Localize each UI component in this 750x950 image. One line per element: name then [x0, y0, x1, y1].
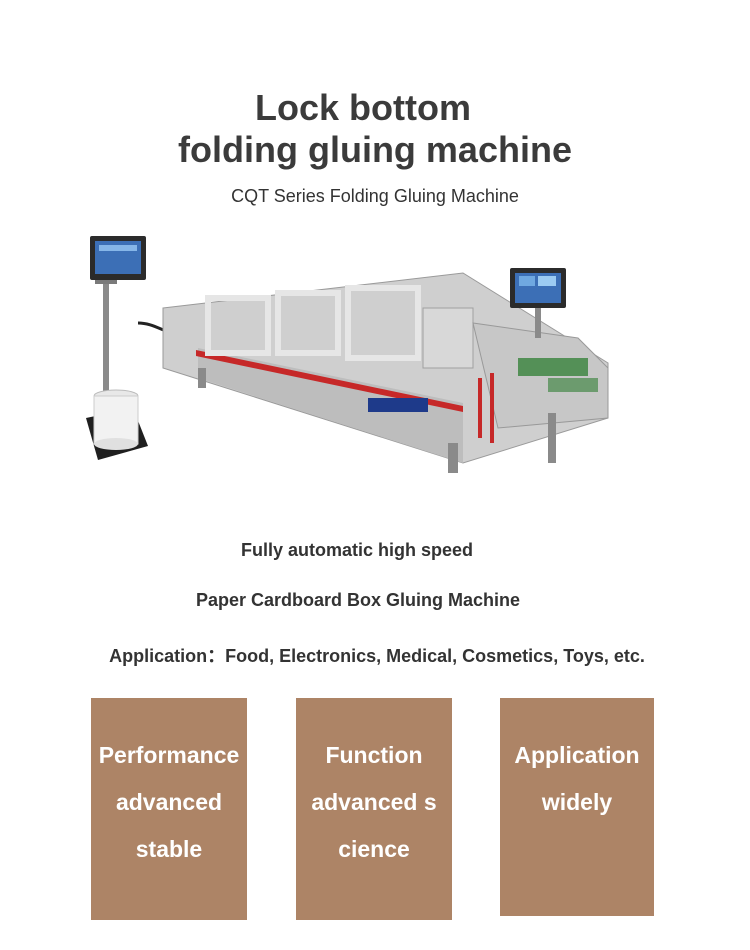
feature-card-text: advanced s	[311, 789, 437, 815]
description-line-1: Fully automatic high speed	[240, 540, 474, 560]
feature-card-application: Application widely	[500, 698, 654, 916]
folding-gluing-machine-photo	[86, 236, 609, 473]
page-subtitle: CQT Series Folding Gluing Machine	[231, 186, 519, 206]
feature-card-text: Function	[325, 742, 423, 768]
description-application-line: Application：Food, Electronics, Medical, …	[109, 646, 645, 666]
page-title-line-1: Lock bottom	[255, 87, 471, 128]
feature-card-text: advanced	[115, 789, 223, 815]
description-line-2: Paper Cardboard Box Gluing Machine	[195, 590, 521, 610]
feature-card-text: stable	[135, 836, 203, 862]
page-title-line-2: folding gluing machine	[178, 129, 572, 170]
feature-card-performance: Performance advanced stable	[91, 698, 247, 920]
feature-card-text: Performance	[98, 742, 240, 768]
feature-card-function: Function advanced s cience	[296, 698, 452, 920]
feature-card-text: Application	[514, 742, 640, 768]
feature-card-text: cience	[338, 836, 410, 862]
feature-card-text: widely	[541, 789, 613, 815]
